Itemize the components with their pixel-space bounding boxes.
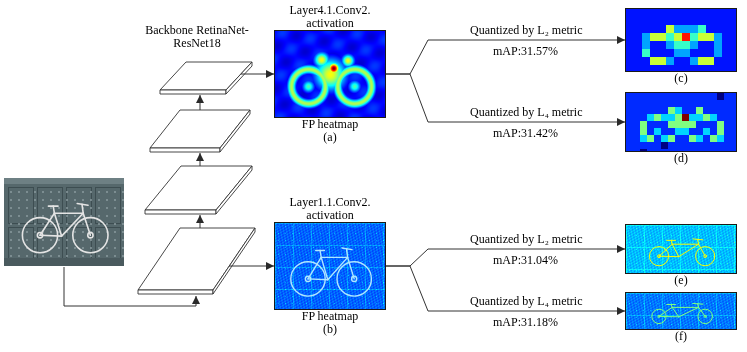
edge-label: Quantized by L₄ metric	[470, 105, 582, 119]
heatmap-caption: FP heatmap	[274, 310, 386, 323]
panel-letter: (b)	[274, 323, 386, 336]
heatmap-panel: (f)	[625, 292, 737, 343]
heatmap-image	[625, 8, 737, 72]
heatmap-panel: (c)	[625, 8, 737, 85]
layer-slab	[138, 228, 255, 290]
layer-title: Layer1.1.Conv2. activation	[274, 196, 386, 222]
layer-slab	[138, 290, 213, 294]
heatmap-image	[274, 222, 386, 310]
connector-arrow	[386, 266, 625, 311]
backbone-stack: Backbone RetinaNet-ResNet18	[136, 24, 258, 296]
map-score: mAP:31.04%	[493, 253, 558, 267]
panel-letter: (e)	[625, 274, 737, 287]
heatmap-caption: FP heatmap	[274, 118, 386, 131]
map-score: mAP:31.18%	[493, 315, 558, 329]
heatmap-panel: (e)	[625, 224, 737, 287]
input-photo	[4, 178, 124, 266]
connector-arrow	[386, 249, 625, 266]
flow-arrow	[200, 153, 201, 166]
flow-arrow	[200, 215, 201, 228]
heatmap-panel: (d)	[625, 92, 737, 165]
heatmap-image	[625, 92, 737, 152]
layer-title: Layer4.1.Conv2. activation	[274, 4, 386, 30]
layer-slab	[226, 62, 252, 94]
heatmap-panel: Layer1.1.Conv2. activation FP heatmap(b)	[274, 196, 386, 336]
backbone-title: Backbone RetinaNet-ResNet18	[136, 24, 258, 50]
flow-arrow	[200, 95, 201, 110]
heatmap-image	[625, 224, 737, 274]
layer-slab	[150, 148, 220, 152]
heatmap-panel: Layer4.1.Conv2. activation FP heatmap(a)	[274, 4, 386, 144]
layer-slab	[213, 228, 255, 294]
layer-slab	[216, 166, 252, 214]
connector-arrow	[386, 74, 625, 122]
layer-slab	[145, 210, 216, 214]
map-score: mAP:31.42%	[493, 126, 558, 140]
layer-slab	[220, 110, 250, 152]
backbone-slabs	[138, 62, 255, 294]
slab-stub	[229, 266, 258, 267]
panel-letter: (f)	[625, 330, 737, 343]
panel-letter: (d)	[625, 152, 737, 165]
slab-stub	[241, 74, 258, 75]
input-arrow	[64, 267, 196, 306]
heatmap-image	[625, 292, 737, 330]
connector-arrow	[258, 266, 274, 267]
edge-label: Quantized by L₄ metric	[470, 294, 582, 308]
panel-letter: (c)	[625, 72, 737, 85]
map-score: mAP:31.57%	[493, 44, 558, 58]
edge-label: Quantized by L₂ metric	[470, 232, 582, 246]
layer-slab	[160, 62, 252, 90]
edge-label: Quantized by L₂ metric	[470, 23, 582, 37]
layer-slab	[160, 90, 226, 94]
panel-letter: (a)	[274, 131, 386, 144]
connector-arrow	[386, 40, 625, 74]
connector-arrow	[258, 74, 274, 75]
heatmap-image	[274, 30, 386, 118]
